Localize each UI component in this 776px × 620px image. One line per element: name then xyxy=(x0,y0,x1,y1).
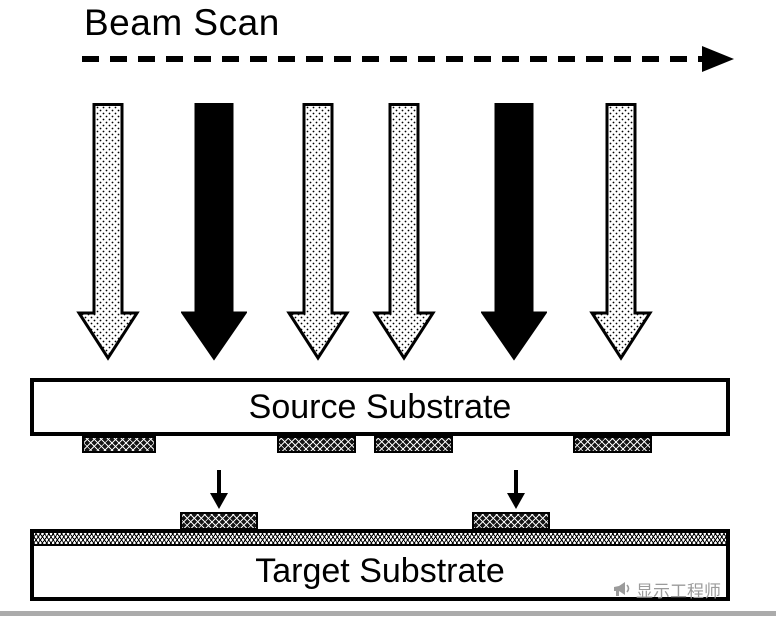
watermark: 显示工程师 xyxy=(612,577,721,602)
source-substrate: Source Substrate xyxy=(30,378,730,436)
target-chip xyxy=(472,512,550,530)
transfer-arrow-shaft xyxy=(217,470,221,494)
target-substrate: Target Substrate xyxy=(30,529,730,601)
beam-scan-label: Beam Scan xyxy=(84,2,280,43)
transfer-arrow xyxy=(210,470,228,510)
beam-arrow-dotted xyxy=(76,103,140,361)
transfer-arrow xyxy=(507,470,525,510)
target-chip xyxy=(180,512,258,530)
beam-arrow-solid xyxy=(181,103,247,361)
source-chip xyxy=(374,436,453,453)
beam-arrow-dotted xyxy=(286,103,350,361)
source-chip xyxy=(277,436,356,453)
target-adhesive-layer xyxy=(34,533,726,546)
transfer-arrow-head xyxy=(210,493,228,509)
watermark-text: 显示工程师 xyxy=(636,582,721,601)
megaphone-icon xyxy=(614,582,630,596)
source-chip xyxy=(573,436,652,453)
beam-scan-direction-arrow xyxy=(82,46,734,72)
source-chip xyxy=(82,436,156,453)
beam-arrow-dotted xyxy=(372,103,436,361)
beam-arrow-dotted xyxy=(589,103,653,361)
transfer-arrow-shaft xyxy=(514,470,518,494)
beam-arrow-solid xyxy=(481,103,547,361)
bottom-divider xyxy=(0,611,776,616)
transfer-arrow-head xyxy=(507,493,525,509)
target-substrate-label: Target Substrate xyxy=(255,552,505,590)
source-substrate-label: Source Substrate xyxy=(248,387,512,426)
